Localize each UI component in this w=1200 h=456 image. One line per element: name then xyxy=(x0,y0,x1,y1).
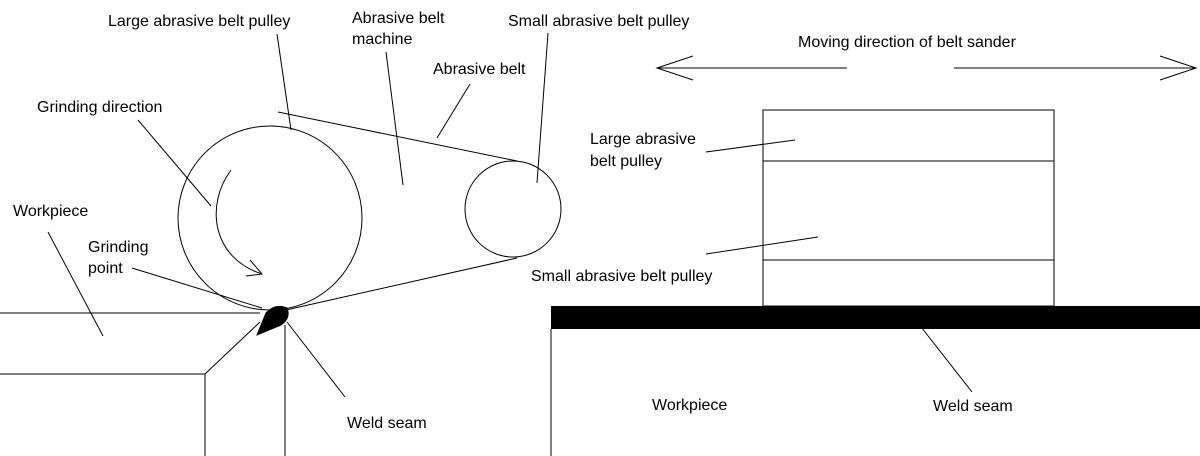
sander-front-body xyxy=(762,109,1055,307)
leader-grinding-point xyxy=(131,267,263,309)
leader-belt xyxy=(436,83,471,139)
label-weld-seam-right: Weld seam xyxy=(933,398,1013,415)
large-pulley-circle xyxy=(177,125,363,311)
grinding-direction-arrow xyxy=(215,169,263,275)
label-weld-seam-left: Weld seam xyxy=(347,415,427,432)
belt-top-line xyxy=(277,111,518,162)
label-large-pulley: Large abrasive belt pulley xyxy=(108,13,291,30)
label-small-pulley: Small abrasive belt pulley xyxy=(508,13,690,30)
label-small-pulley-right: Small abrasive belt pulley xyxy=(531,268,713,285)
label-machine-line2: machine xyxy=(352,31,413,48)
label-grinding-direction: Grinding direction xyxy=(37,99,163,116)
leader-machine xyxy=(385,51,404,186)
label-large-pulley-right-line2: belt pulley xyxy=(590,153,663,170)
label-large-pulley-right-line1: Large abrasive xyxy=(590,131,696,148)
front-view xyxy=(550,55,1198,456)
leader-grinding-direction xyxy=(137,119,212,207)
leader-workpiece-left xyxy=(47,231,104,337)
leader-weld-seam-left xyxy=(286,321,346,398)
workpiece-bevel-edge xyxy=(204,321,261,375)
label-grinding-point-line2: point xyxy=(88,260,123,277)
belt-bottom-line xyxy=(285,257,518,311)
label-machine-line1: Abrasive belt xyxy=(352,10,445,27)
moving-arrow-right-head xyxy=(1159,55,1198,81)
side-view xyxy=(0,32,562,456)
moving-arrow-left-head xyxy=(655,55,694,81)
grinding-arrowhead xyxy=(245,259,263,277)
label-moving-direction: Moving direction of belt sander xyxy=(798,34,1016,51)
leader-small-pulley-right xyxy=(705,236,819,255)
label-belt: Abrasive belt xyxy=(433,61,526,78)
leader-small-pulley xyxy=(536,32,549,184)
small-pulley-circle xyxy=(464,160,562,258)
leader-large-pulley xyxy=(276,33,292,131)
label-workpiece-right: Workpiece xyxy=(652,397,728,414)
weld-seam-shape xyxy=(256,305,289,336)
weld-seam-band xyxy=(551,306,1200,329)
label-grinding-point-line1: Grinding xyxy=(88,239,149,256)
label-workpiece-left: Workpiece xyxy=(13,203,89,220)
leader-weld-seam-right xyxy=(917,322,973,393)
leader-large-pulley-right xyxy=(705,139,796,153)
